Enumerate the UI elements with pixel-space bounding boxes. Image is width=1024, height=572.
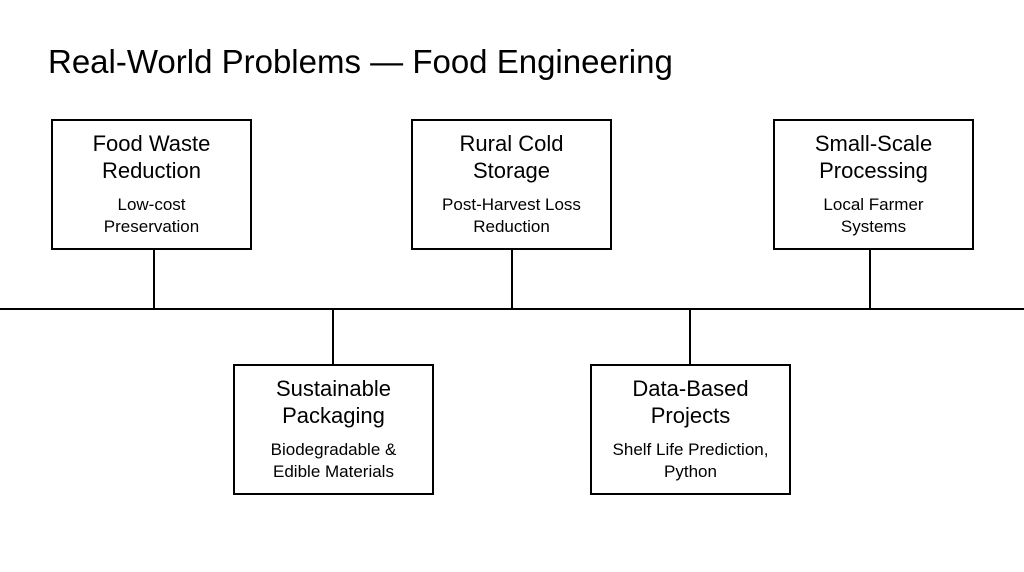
connector-data-based-projects — [689, 309, 691, 364]
connector-sustainable-packaging — [332, 309, 334, 364]
connector-food-waste — [153, 250, 155, 309]
page-title: Real-World Problems — Food Engineering — [48, 43, 673, 80]
connector-small-scale-processing — [869, 250, 871, 309]
node-subtitle: Shelf Life Prediction,Python — [612, 440, 769, 481]
timeline-axis — [0, 308, 1024, 310]
node-subtitle: Biodegradable &Edible Materials — [270, 440, 397, 481]
connector-rural-cold-storage — [511, 250, 513, 309]
